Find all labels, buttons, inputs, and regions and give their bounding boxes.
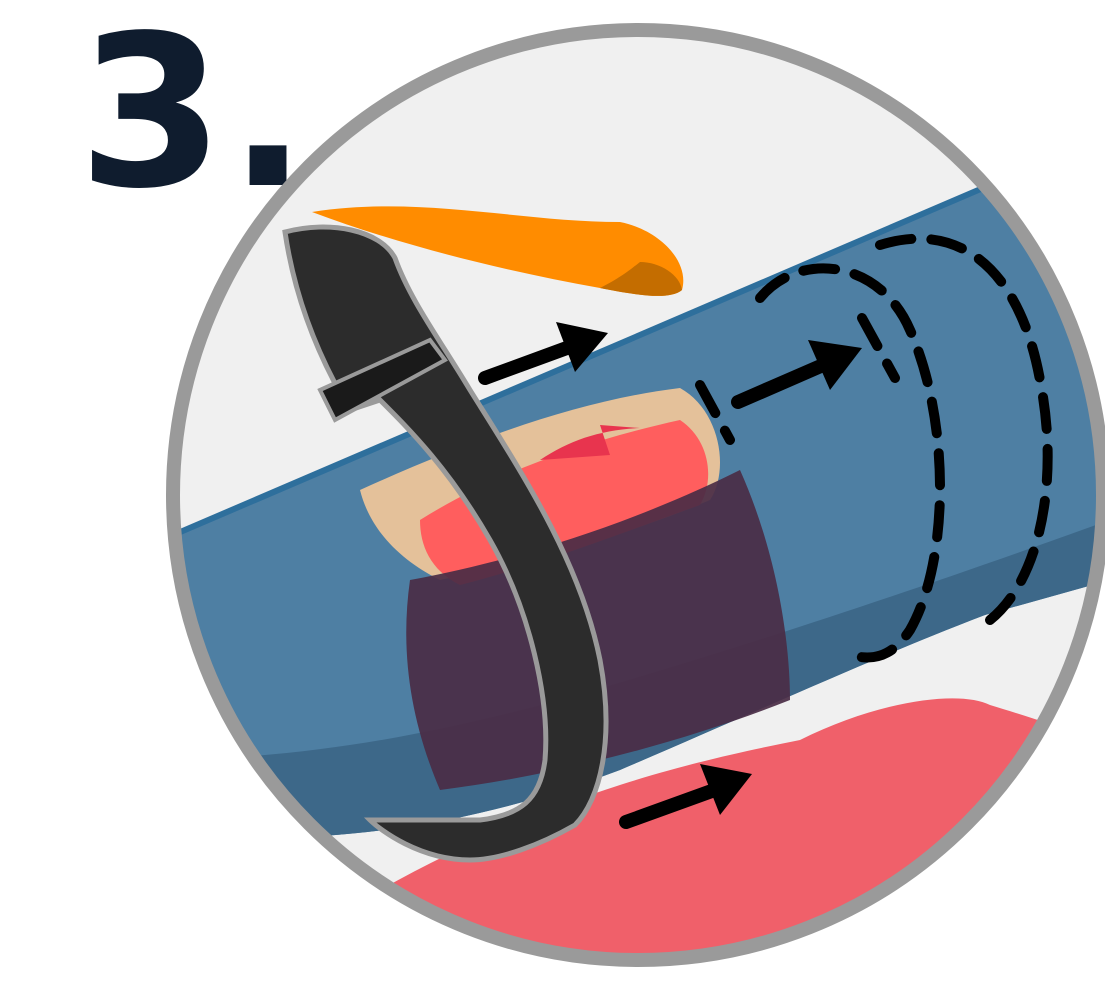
tourniquet-illustration: [0, 0, 1105, 984]
